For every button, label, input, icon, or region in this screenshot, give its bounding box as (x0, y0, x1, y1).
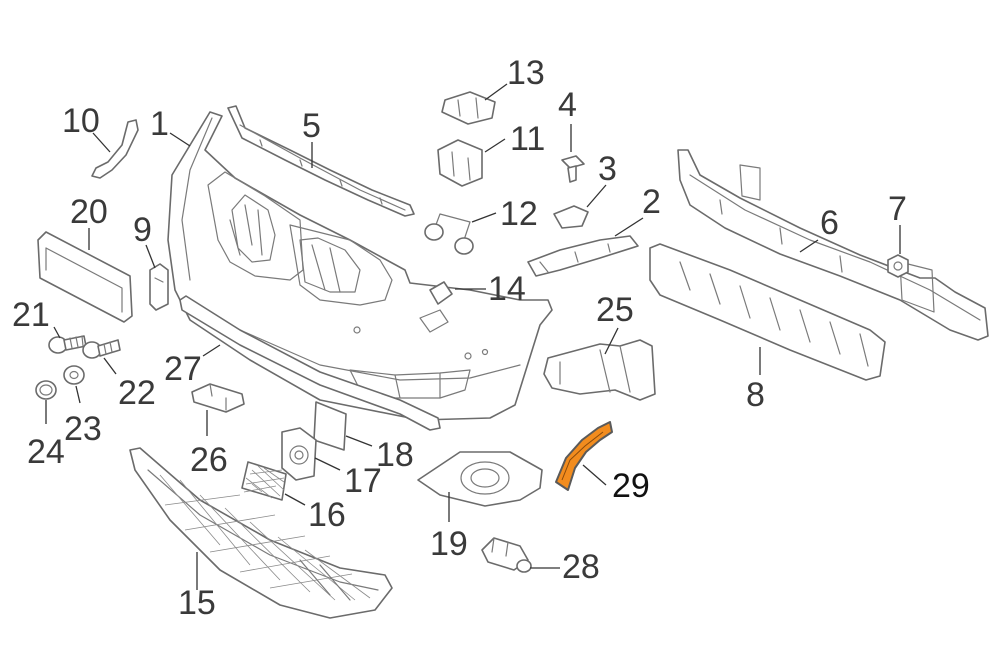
callout-22: 22 (118, 374, 156, 412)
bracket-13 (441, 91, 496, 125)
callout-8: 8 (746, 376, 765, 414)
callout-26: 26 (190, 441, 228, 479)
callout-27: 27 (164, 350, 202, 388)
bolt-4 (561, 155, 585, 183)
holder-26 (191, 383, 245, 413)
reflector-29 (555, 421, 613, 491)
small-bracket (149, 263, 169, 311)
cover-plate-18 (313, 401, 347, 451)
mount-17 (281, 427, 317, 481)
callout-28: 28 (562, 548, 600, 586)
callout-13: 13 (507, 54, 545, 92)
callout-25: 25 (596, 291, 634, 329)
callout-7: 7 (888, 190, 907, 228)
callout-19: 19 (430, 525, 468, 563)
tow-hook-cap-14 (429, 281, 453, 305)
callout-18: 18 (376, 436, 414, 474)
lower-spoiler-strip (179, 295, 441, 431)
callout-4: 4 (558, 86, 577, 124)
callout-12: 12 (500, 195, 538, 233)
impact-absorber-8 (649, 243, 886, 381)
nut-7 (887, 254, 909, 278)
grommet-23 (63, 365, 85, 385)
callout-23: 23 (64, 410, 102, 448)
side-bracket-2 (527, 235, 639, 277)
bumper-cover (167, 111, 553, 421)
screw-21 (48, 335, 87, 354)
callout-9: 9 (133, 211, 152, 249)
air-duct-25 (543, 339, 656, 401)
lower-grille-15 (129, 447, 393, 619)
grille-insert-16 (241, 461, 287, 501)
sensor-28 (481, 537, 532, 573)
callout-14: 14 (488, 270, 526, 308)
callout-11: 11 (510, 120, 545, 158)
callout-3: 3 (598, 150, 617, 188)
upper-trim-strip (227, 105, 415, 217)
license-plate-base (37, 231, 133, 323)
leader-lines (45, 83, 901, 590)
clip-pair-12 (424, 213, 474, 255)
cap-24 (35, 380, 57, 400)
fog-lamp-trim-19 (417, 451, 543, 507)
bumper-carrier-6 (677, 149, 989, 341)
callout-21: 21 (12, 296, 50, 334)
screw-22 (82, 339, 121, 359)
callout-5: 5 (302, 107, 321, 145)
clip-strip (91, 119, 139, 179)
callout-15: 15 (178, 584, 216, 622)
callout-labels: 1 2 3 4 5 6 7 8 9 10 11 12 13 14 15 16 1… (12, 54, 907, 622)
callout-1: 1 (150, 105, 169, 143)
callout-6: 6 (820, 204, 839, 242)
callout-20: 20 (70, 193, 108, 231)
callout-29: 29 (612, 467, 650, 505)
bracket-11 (437, 139, 483, 187)
callout-16: 16 (308, 496, 346, 534)
callout-17: 17 (344, 462, 382, 500)
callout-10: 10 (62, 102, 100, 140)
callout-2: 2 (642, 183, 661, 221)
clip-3 (553, 205, 589, 229)
callout-24: 24 (27, 433, 65, 471)
